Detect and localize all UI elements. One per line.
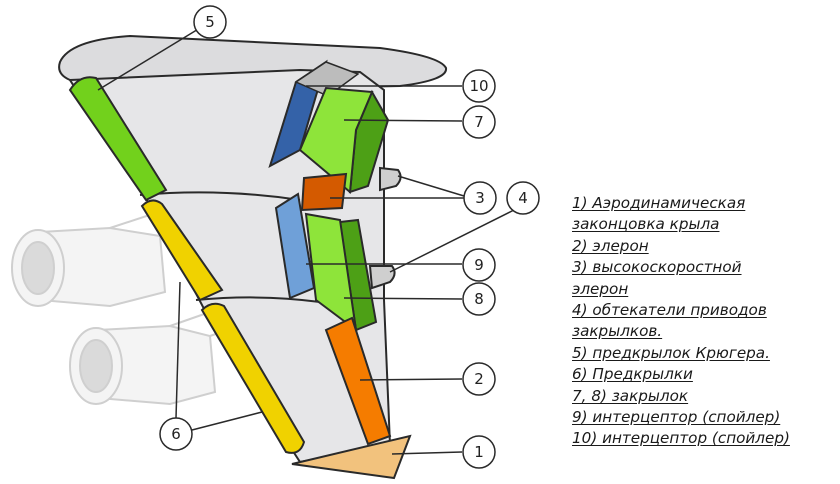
legend-line: 9) интерцептор (спойлер)	[572, 408, 781, 427]
wingtip	[291, 434, 412, 480]
callout-10: 10	[462, 69, 496, 103]
svg-text:7: 7	[474, 113, 484, 131]
callout-2: 2	[462, 362, 496, 396]
legend-line: 7, 8) закрылок	[572, 386, 689, 405]
leader-lines	[97, 27, 515, 455]
wing-segment-divider	[195, 296, 321, 303]
svg-text:1: 1	[474, 443, 484, 461]
legend-line: 1) Аэродинамическая	[572, 194, 746, 212]
callout-9: 9	[462, 248, 496, 282]
slat-inner	[140, 199, 224, 302]
flap-fairing-upper	[379, 166, 402, 192]
aileron	[324, 316, 392, 446]
svg-text:6: 6	[171, 425, 181, 443]
svg-text:3: 3	[475, 189, 485, 207]
legend-line: элерон	[572, 279, 629, 298]
callout-7: 7	[462, 105, 496, 139]
svg-text:10: 10	[469, 77, 488, 95]
engine-lower	[69, 304, 251, 406]
slat-outer	[200, 302, 306, 454]
legend-line: 3) высокоскоростной	[572, 258, 742, 277]
legend-line: законцовка крыла	[572, 215, 720, 234]
callout-4: 4	[506, 181, 540, 215]
high-speed-aileron	[300, 172, 348, 212]
callout-6: 6	[159, 417, 193, 451]
callout-5: 5	[193, 5, 227, 39]
svg-text:8: 8	[474, 290, 484, 308]
legend-line: 4) обтекатели приводов	[572, 301, 767, 320]
svg-text:4: 4	[518, 189, 528, 207]
spoiler-outer-shadow	[294, 61, 360, 97]
legend: 1) Аэродинамическая законцовка крыла 2) …	[572, 193, 834, 450]
callout-8: 8	[462, 282, 496, 316]
engine-upper	[11, 204, 216, 308]
legend-line: закрылков.	[572, 322, 663, 341]
legend-line: 6) Предкрылки	[572, 365, 693, 384]
callout-1: 1	[462, 435, 496, 469]
legend-line: 2) элерон	[572, 236, 649, 255]
legend-line: 10) интерцептор (спойлер)	[572, 429, 790, 448]
svg-text:2: 2	[474, 370, 484, 388]
svg-text:9: 9	[474, 256, 484, 274]
legend-line: 5) предкрылок Крюгера.	[572, 343, 770, 362]
callout-3: 3	[463, 181, 497, 215]
svg-text:5: 5	[205, 13, 215, 31]
flap-fairing-lower	[368, 265, 396, 290]
krueger-flap	[68, 76, 168, 202]
